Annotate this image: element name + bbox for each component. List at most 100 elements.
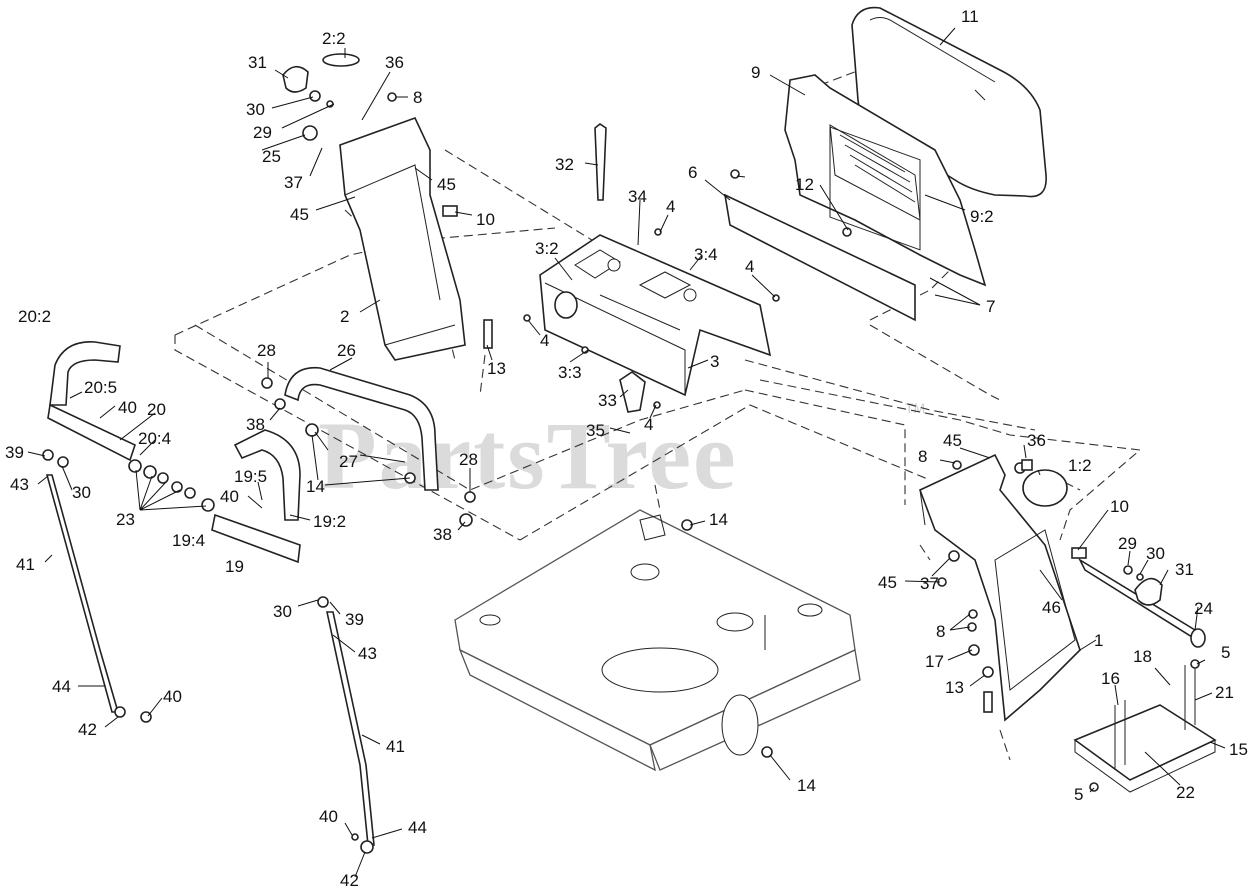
callout-22: 22: [1176, 783, 1195, 802]
deck-hole: [479, 614, 501, 626]
callout-4: 4: [540, 331, 549, 350]
callout-43: 43: [358, 644, 377, 663]
callout-12: 12: [795, 175, 814, 194]
callout-1-2: 1:2: [1068, 456, 1092, 475]
callout-36: 36: [1027, 431, 1046, 450]
deck-hole: [601, 647, 719, 693]
callout-20-5: 20:5: [84, 378, 117, 397]
callout-31: 31: [248, 53, 267, 72]
callout-14: 14: [709, 510, 728, 529]
bolt-part-13: [983, 691, 993, 713]
callout-19-4: 19:4: [172, 531, 205, 550]
callout-14: 14: [306, 477, 325, 496]
callout-45: 45: [878, 573, 897, 592]
callout-37: 37: [284, 173, 303, 192]
callout-19-5: 19:5: [234, 467, 267, 486]
callout-34: 34: [628, 187, 647, 206]
callout-36: 36: [385, 53, 404, 72]
callout-45: 45: [943, 431, 962, 450]
callout-20-4: 20:4: [138, 429, 171, 448]
callout-32: 32: [555, 155, 574, 174]
callout-8: 8: [413, 88, 422, 107]
fasteners: [42, 53, 1200, 854]
callout-4: 4: [666, 197, 675, 216]
battery-tray-part-15: [1073, 660, 1217, 793]
callout-40: 40: [118, 398, 137, 417]
callout-2: 2: [340, 307, 349, 326]
plug-part-36: [1021, 459, 1033, 471]
callout-13: 13: [487, 359, 506, 378]
left-bracket-part-2: [339, 117, 466, 361]
callout-8: 8: [936, 622, 945, 641]
callout-25: 25: [262, 147, 281, 166]
callout-21: 21: [1215, 683, 1234, 702]
callout-7: 7: [986, 297, 995, 316]
callout-45: 45: [290, 205, 309, 224]
callout-41: 41: [16, 555, 35, 574]
callout-28: 28: [459, 450, 478, 469]
knob-part-31: [282, 65, 309, 93]
watermark-text: PartsTree: [318, 402, 738, 509]
callout-4: 4: [644, 415, 653, 434]
shaft-part-24: [1078, 557, 1206, 648]
callout-3-3: 3:3: [558, 363, 582, 382]
callout-39: 39: [345, 610, 364, 629]
callout-2-2: 2:2: [322, 29, 346, 48]
callout-5: 5: [1074, 785, 1083, 804]
callout-42: 42: [340, 871, 359, 890]
callout-44: 44: [52, 677, 71, 696]
callout-20-2: 20:2: [18, 307, 51, 326]
callout-10: 10: [476, 210, 495, 229]
callout-31: 31: [1175, 560, 1194, 579]
lever-part-33: [619, 371, 646, 413]
callout-3-4: 3:4: [694, 245, 718, 264]
callout-45: 45: [437, 175, 456, 194]
callout-14: 14: [797, 776, 816, 795]
knob-part-31: [1134, 577, 1163, 606]
callout-26: 26: [337, 341, 356, 360]
callout-41: 41: [386, 737, 405, 756]
callout-labels: 11 9 9:2 12 6 7 2:2 31 36 8 30 29 25 37 …: [5, 7, 1248, 890]
cap-part-1-2: [1022, 469, 1068, 507]
callout-38: 38: [433, 525, 452, 544]
callout-19-2: 19:2: [313, 512, 346, 531]
callout-40: 40: [163, 687, 182, 706]
callout-6: 6: [688, 163, 697, 182]
console-emblem: [554, 291, 578, 319]
rod-part-32: [594, 123, 607, 201]
callout-16: 16: [1101, 669, 1120, 688]
callout-30: 30: [72, 483, 91, 502]
deck-hole: [716, 612, 754, 632]
callout-13: 13: [945, 678, 964, 697]
deck-hole: [630, 563, 660, 581]
deck-hole: [721, 694, 759, 756]
callout-20: 20: [147, 400, 166, 419]
callout-42: 42: [78, 720, 97, 739]
callout-15: 15: [1229, 740, 1248, 759]
callout-9-2: 9:2: [970, 207, 994, 226]
callout-44: 44: [408, 818, 427, 837]
callout-3-2: 3:2: [535, 239, 559, 258]
frame-deck: [454, 509, 861, 772]
right-bracket-part-1: [918, 453, 1081, 722]
strap-part-6: [723, 193, 916, 322]
bolt-part-13: [483, 319, 493, 349]
handle-part-19: [211, 429, 301, 564]
callout-23: 23: [116, 510, 135, 529]
callout-27: 27: [339, 452, 358, 471]
handle-part-20: [47, 341, 136, 462]
callout-35: 35: [586, 421, 605, 440]
console-part-3: [539, 234, 772, 397]
leader-lines: [27, 27, 1226, 878]
callout-33: 33: [598, 391, 617, 410]
callout-4: 4: [745, 257, 754, 276]
bar-part-26: [284, 366, 439, 491]
callout-29: 29: [1118, 534, 1137, 553]
deck-hole: [797, 603, 823, 617]
callout-11: 11: [961, 7, 979, 26]
seat-panel-part-9: [784, 74, 987, 287]
callout-39: 39: [5, 443, 24, 462]
callout-30: 30: [1146, 544, 1165, 563]
watermark-trademark: TM: [905, 400, 925, 416]
